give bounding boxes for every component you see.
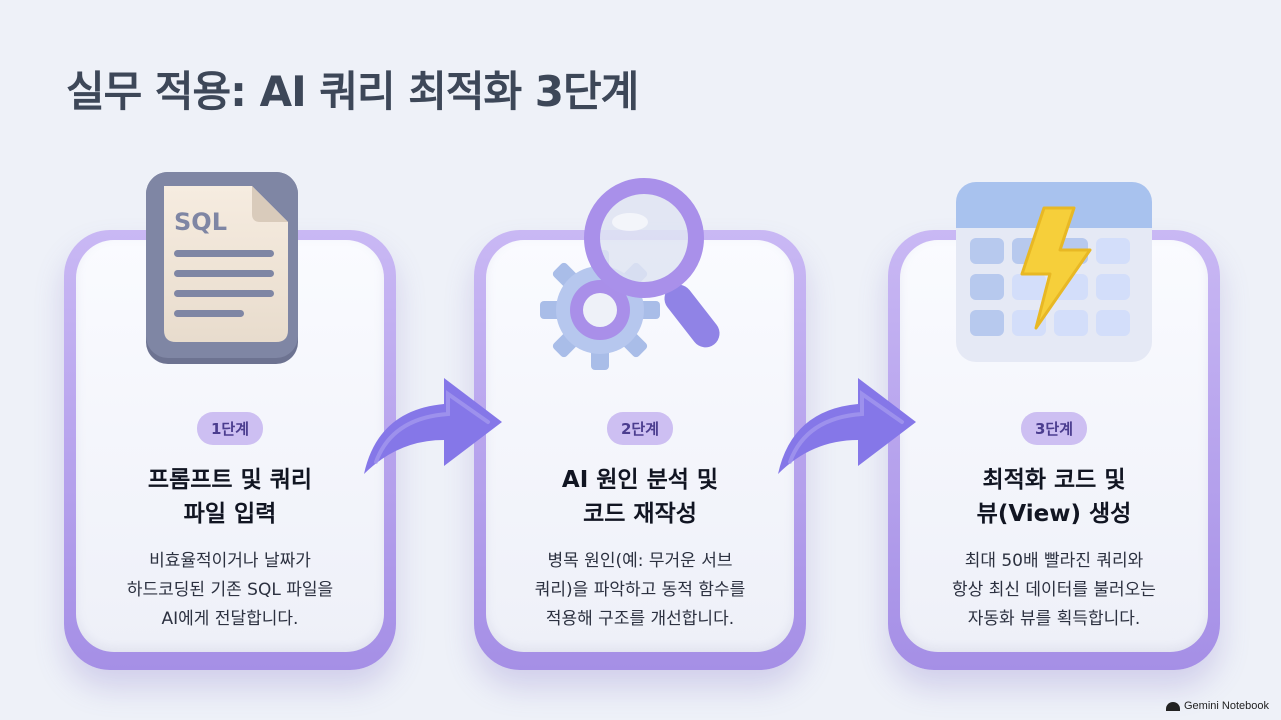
magnifier-gear-icon (536, 176, 756, 380)
step-1-description: 비효율적이거나 날짜가 하드코딩된 기존 SQL 파일을 AI에게 전달합니다. (126, 551, 334, 629)
step-3-badge: 3단계 (1020, 412, 1088, 445)
step-2-heading: AI 원인 분석 및 코드 재작성 (561, 467, 719, 527)
step-1-content: 1단계 프롬프트 및 쿼리 파일 입력 비효율적이거나 날짜가 하드코딩된 기존… (76, 412, 384, 634)
gemini-logo-icon (1166, 701, 1180, 711)
step-3-description: 최대 50배 빨라진 쿼리와 항상 최신 데이터를 불러오는 자동화 뷰를 획득… (952, 551, 1156, 629)
arrow-right-icon (358, 370, 508, 484)
step-1-badge: 1단계 (196, 412, 264, 445)
lightning-table-icon (952, 178, 1162, 372)
watermark: Gemini Notebook (1166, 700, 1269, 712)
step-2-badge: 2단계 (606, 412, 674, 445)
step-2-description: 병목 원인(예: 무거운 서브 쿼리)을 파악하고 동적 함수를 적용해 구조를… (534, 551, 746, 629)
sql-label: SQL (174, 208, 227, 236)
step-2-content: 2단계 AI 원인 분석 및 코드 재작성 병목 원인(예: 무거운 서브 쿼리… (486, 412, 794, 634)
arrow-right-icon (772, 370, 922, 484)
step-3-heading: 최적화 코드 및 뷰(View) 생성 (976, 467, 1132, 527)
step-1-heading: 프롬프트 및 쿼리 파일 입력 (147, 467, 313, 527)
page-title: 실무 적용: AI 쿼리 최적화 3단계 (66, 67, 639, 116)
step-3-content: 3단계 최적화 코드 및 뷰(View) 생성 최대 50배 빨라진 쿼리와 항… (900, 412, 1208, 634)
sql-document-icon: SQL (140, 168, 310, 372)
watermark-text: Gemini Notebook (1184, 700, 1269, 712)
